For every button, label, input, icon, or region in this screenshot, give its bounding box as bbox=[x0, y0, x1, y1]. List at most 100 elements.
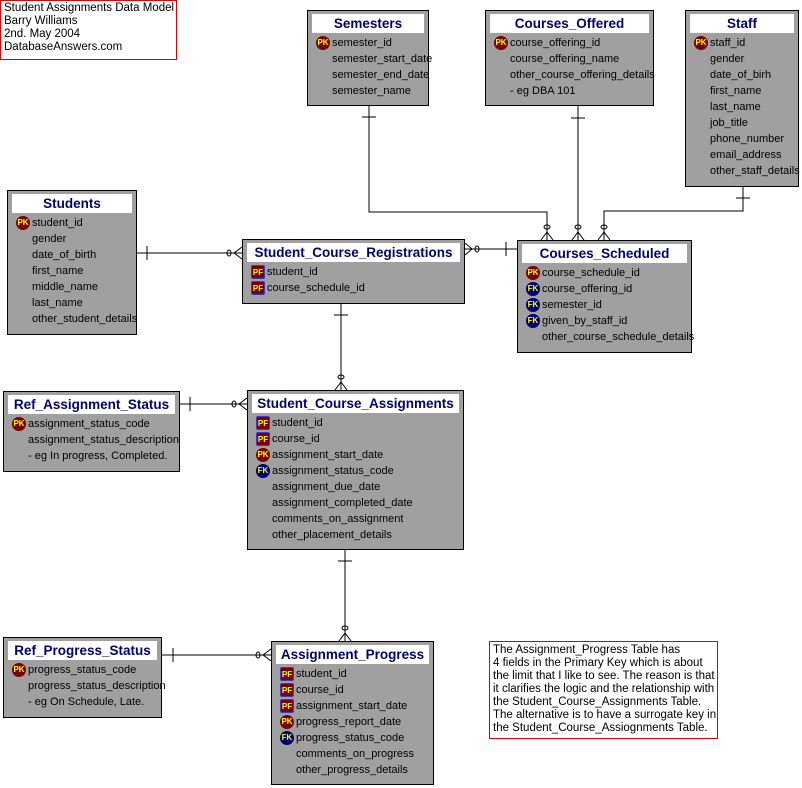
field-name: phone_number bbox=[710, 133, 785, 145]
rel-assignments-progress bbox=[338, 550, 352, 642]
entity-field: comments_on_progress bbox=[272, 746, 433, 762]
field-name: student_id bbox=[32, 217, 83, 229]
field-name: other_progress_details bbox=[296, 764, 408, 776]
field-name: gender bbox=[32, 233, 67, 245]
foreign-key-icon: FK bbox=[526, 298, 540, 312]
entity-field: gender bbox=[8, 231, 136, 247]
field-name: staff_id bbox=[710, 37, 746, 49]
entity-title: Courses_Scheduled bbox=[522, 244, 687, 263]
entity-field: assignment_status_description bbox=[4, 432, 179, 448]
rel-semesters-courses-scheduled bbox=[362, 106, 554, 241]
field-name: semester_end_date bbox=[332, 69, 430, 81]
header-note-line: 2nd. May 2004 bbox=[4, 28, 81, 40]
field-name: given_by_staff_id bbox=[542, 315, 628, 327]
rel-assignment-status-assignments bbox=[180, 397, 248, 411]
field-name: - eg DBA 101 bbox=[510, 85, 576, 97]
primary-foreign-key-icon: PF bbox=[280, 699, 294, 713]
field-name: assignment_status_code bbox=[272, 465, 394, 477]
entity-field: phone_number bbox=[686, 131, 798, 147]
entity-field: assignment_completed_date bbox=[248, 495, 463, 511]
field-name: course_schedule_id bbox=[542, 267, 640, 279]
field-name: course_offering_id bbox=[510, 37, 601, 49]
foreign-key-icon: FK bbox=[526, 282, 540, 296]
header-note: Student Assignments Data Model Barry Wil… bbox=[0, 0, 177, 60]
field-name: date_of_birth bbox=[32, 249, 97, 261]
entity-field: - eg On Schedule, Late. bbox=[4, 694, 161, 710]
rel-students-registrations bbox=[137, 246, 243, 260]
field-name: assignment_status_code bbox=[28, 418, 150, 430]
field-name: course_schedule_id bbox=[267, 282, 365, 294]
field-name: assignment_status_description bbox=[28, 434, 180, 446]
entity-field: course_offering_name bbox=[486, 51, 653, 67]
field-name: assignment_completed_date bbox=[272, 497, 413, 509]
foreign-key-icon: FK bbox=[526, 314, 540, 328]
field-name: other_course_offering_details bbox=[510, 69, 655, 81]
entity-field: assignment_due_date bbox=[248, 479, 463, 495]
entity-field: other_course_schedule_details bbox=[518, 329, 694, 345]
field-name: comments_on_progress bbox=[296, 748, 415, 760]
primary-key-icon: PK bbox=[494, 36, 508, 50]
rel-courses-scheduled-registrations bbox=[464, 242, 517, 256]
primary-foreign-key-icon: PF bbox=[280, 667, 294, 681]
side-note-line: The alternative is to have a surrogate k… bbox=[493, 709, 717, 721]
foreign-key-icon: FK bbox=[280, 731, 294, 745]
field-name: date_of_birh bbox=[710, 69, 772, 81]
primary-foreign-key-icon: PF bbox=[251, 265, 265, 279]
primary-key-icon: PK bbox=[256, 448, 270, 462]
entity-field: date_of_birh bbox=[686, 67, 798, 83]
field-name: course_offering_name bbox=[510, 53, 620, 65]
primary-key-icon: PK bbox=[12, 417, 26, 431]
entity-title: Ref_Assignment_Status bbox=[8, 395, 175, 414]
entity-field: other_staff_details bbox=[686, 163, 800, 179]
field-name: course_id bbox=[272, 433, 320, 445]
rel-courses-offered-courses-scheduled bbox=[571, 106, 585, 241]
entity-field: - eg In progress, Completed. bbox=[4, 448, 179, 464]
primary-foreign-key-icon: PF bbox=[256, 416, 270, 430]
rel-staff-courses-scheduled bbox=[597, 187, 750, 241]
field-name: first_name bbox=[32, 265, 84, 277]
header-note-line: Student Assignments Data Model bbox=[4, 2, 175, 14]
field-name: other_student_details bbox=[32, 313, 138, 325]
entity-field: progress_status_description bbox=[4, 678, 166, 694]
field-name: - eg In progress, Completed. bbox=[28, 450, 168, 462]
field-name: progress_status_code bbox=[296, 732, 405, 744]
entity-field: semester_end_date bbox=[308, 67, 430, 83]
entity-field: - eg DBA 101 bbox=[486, 83, 653, 99]
entity-title: Student_Course_Registrations bbox=[247, 243, 460, 262]
field-name: middle_name bbox=[32, 281, 99, 293]
side-note-line: the Student_Course_Assignments Table. bbox=[493, 696, 702, 708]
side-note-line: the Student_Course_Assiognments Table. bbox=[493, 722, 708, 734]
primary-key-icon: PK bbox=[694, 36, 708, 50]
entity-title: Ref_Progress_Status bbox=[8, 641, 157, 660]
